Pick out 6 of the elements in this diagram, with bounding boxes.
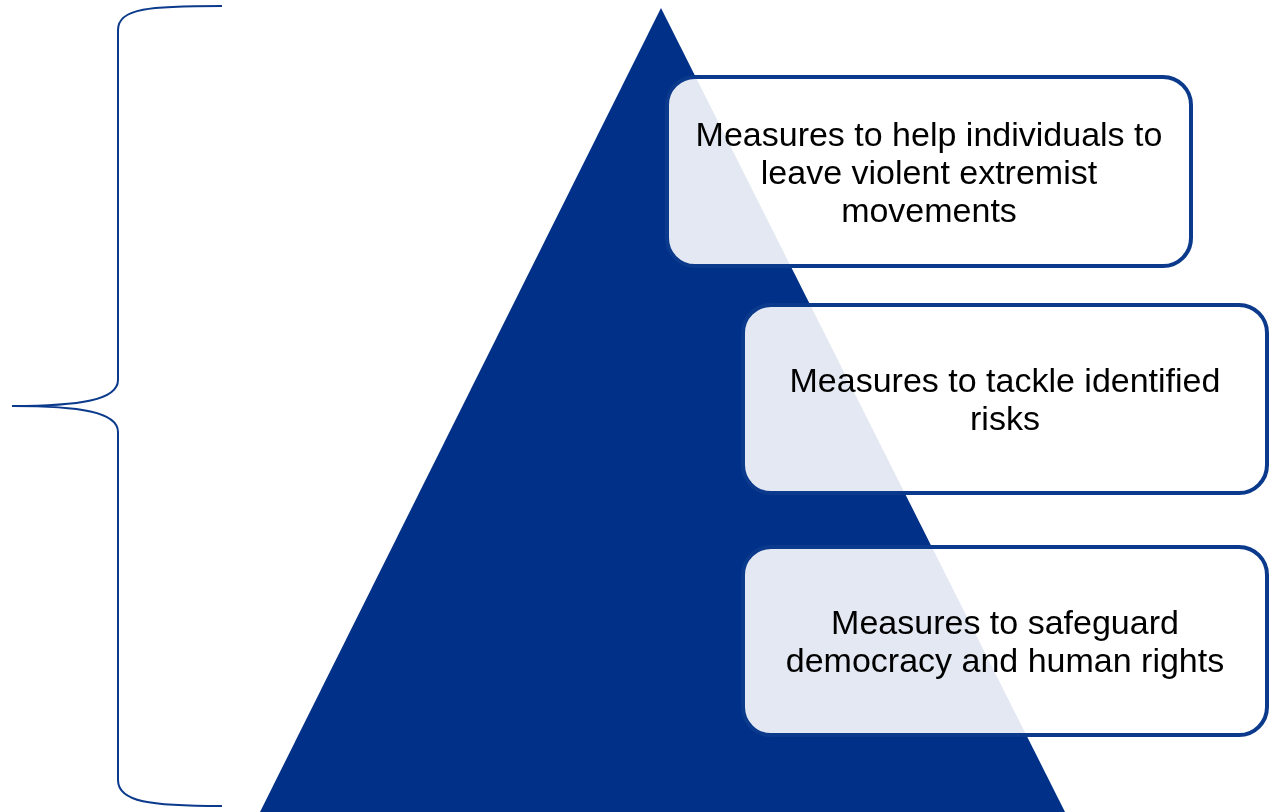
box-text: Measures to safeguard democracy and human rights (784, 603, 1226, 679)
text-box (741, 545, 1269, 737)
box-text: Measures to help individuals to leave violent extremist movements (694, 114, 1164, 229)
box-text: Measures to tackle identified risks (788, 361, 1222, 437)
text-box (665, 75, 1193, 268)
text-box (741, 303, 1269, 495)
